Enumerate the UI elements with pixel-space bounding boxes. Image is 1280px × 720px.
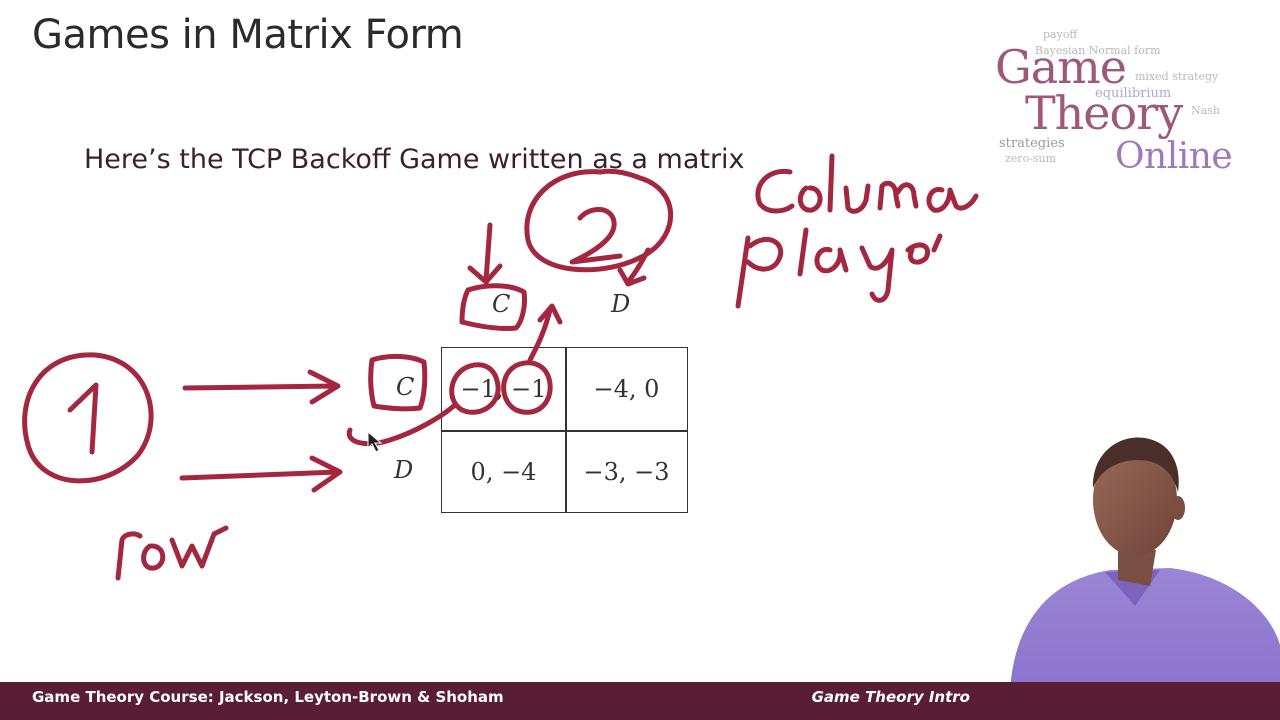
presenter-head: [1093, 444, 1177, 556]
curve-row-c-to-cell: [346, 402, 458, 447]
arrow-cell-to-column-c: [527, 303, 563, 363]
arrow-to-row-c: [182, 369, 341, 405]
presenter-shirt: [1010, 568, 1280, 690]
row-label-c: C: [396, 373, 415, 401]
presenter-neck: [1118, 548, 1156, 586]
payoff-cell-dd: −3, −3: [583, 458, 670, 486]
logo-cloud-word: mixed strategy: [1135, 70, 1219, 83]
logo-cloud-word: zero-sum: [1005, 152, 1057, 165]
box-row-c: [368, 353, 428, 412]
footer-section-title: Game Theory Intro: [811, 688, 970, 706]
handwritten-player: [735, 227, 943, 309]
handwritten-column: [755, 153, 979, 214]
slide-title: Games in Matrix Form: [32, 12, 464, 58]
logo-cloud-word: Nash: [1191, 104, 1220, 117]
arrow-down-to-column-c: [467, 222, 503, 285]
game-theory-online-logo: payoff Bayesian Normal form mixed strate…: [995, 28, 1257, 178]
slide-subtitle: Here’s the TCP Backoff Game written as a…: [84, 144, 745, 175]
footer-course-credit: Game Theory Course: Jackson, Leyton-Brow…: [32, 688, 504, 706]
payoff-cell-dc: 0, −4: [470, 458, 537, 486]
column-label-d: D: [611, 290, 631, 318]
presenter-hair: [1092, 437, 1179, 492]
logo-cloud-word: strategies: [999, 136, 1065, 151]
column-label-c: C: [492, 290, 511, 318]
circle-player-2: [524, 168, 674, 273]
logo-word-theory: Theory: [1025, 86, 1183, 140]
matrix-divider-horizontal: [442, 430, 687, 432]
handwritten-2: [569, 207, 623, 265]
presenter-video: [1010, 437, 1280, 690]
handwritten-1: [67, 382, 99, 455]
payoff-cell-cd: −4, 0: [593, 375, 660, 403]
logo-cloud-word: Bayesian Normal form: [1035, 44, 1161, 57]
handwritten-row: [115, 525, 229, 581]
row-label-d: D: [394, 456, 414, 484]
circle-row-payoff: [449, 362, 501, 415]
arrow-to-column-d: [617, 247, 651, 287]
logo-word-online: Online: [1115, 136, 1233, 177]
logo-word-game: Game: [995, 40, 1127, 94]
logo-cloud-word: payoff: [1043, 28, 1078, 41]
circle-player-1: [22, 352, 154, 484]
footer-bar: Game Theory Course: Jackson, Leyton-Brow…: [0, 682, 1280, 720]
logo-cloud-word: equilibrium: [1095, 86, 1172, 101]
box-column-c: [459, 283, 527, 331]
arrow-to-row-d: [179, 455, 343, 493]
circle-col-payoff: [501, 360, 553, 415]
presenter-ear: [1171, 496, 1185, 520]
mouse-cursor-icon: [367, 430, 383, 453]
